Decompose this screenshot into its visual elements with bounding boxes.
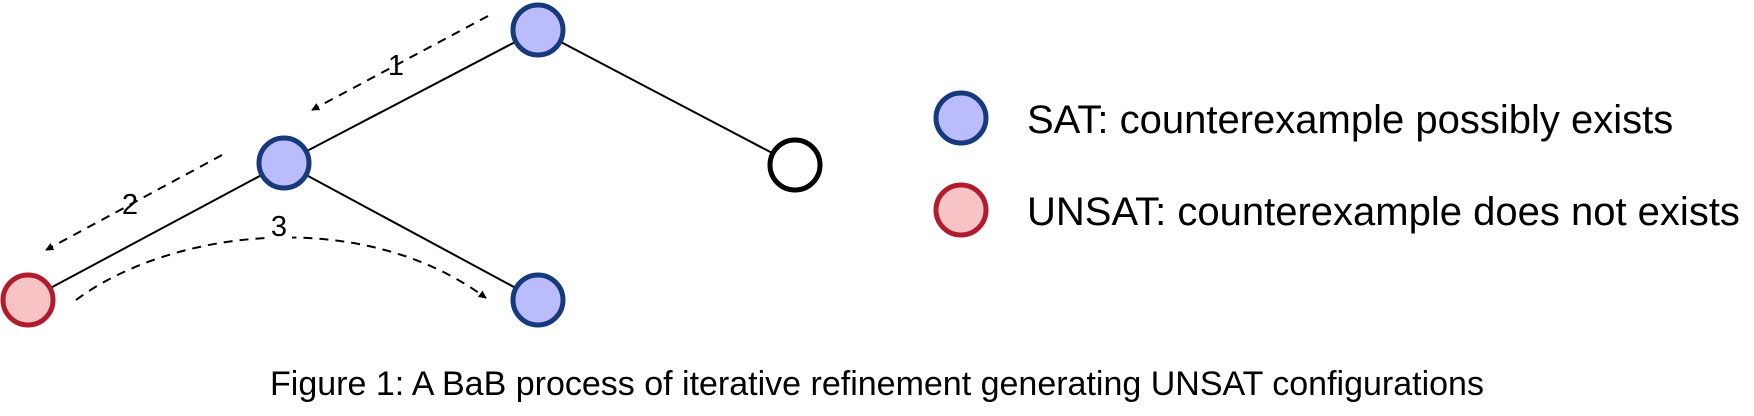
step-1-label: 1 bbox=[388, 50, 404, 82]
legend: SAT: counterexample possibly exists UNSA… bbox=[933, 90, 1740, 238]
node-left bbox=[256, 135, 312, 191]
node-root bbox=[510, 2, 566, 58]
edge-root-right bbox=[537, 29, 796, 166]
edge-root-left bbox=[283, 29, 539, 164]
node-left-right bbox=[510, 272, 566, 328]
step-arrow-3 bbox=[75, 236, 487, 301]
legend-unsat-label: UNSAT: counterexample does not exists bbox=[1027, 190, 1740, 234]
step-2-label: 2 bbox=[122, 189, 138, 221]
node-right bbox=[767, 137, 823, 193]
step-arrow-2 bbox=[45, 154, 223, 251]
legend-sat-label: SAT: counterexample possibly exists bbox=[1027, 98, 1673, 142]
figure-caption: Figure 1: A BaB process of iterative ref… bbox=[270, 365, 1484, 403]
step-arrow-1 bbox=[311, 15, 489, 111]
legend-sat-swatch bbox=[933, 90, 989, 146]
edge-left-leftright bbox=[283, 162, 539, 301]
node-left-left bbox=[0, 272, 56, 328]
step-3-label: 3 bbox=[271, 211, 287, 243]
legend-unsat-swatch bbox=[933, 182, 989, 238]
edge-left-leftleft bbox=[27, 162, 285, 301]
step-3-label-background bbox=[266, 206, 292, 240]
